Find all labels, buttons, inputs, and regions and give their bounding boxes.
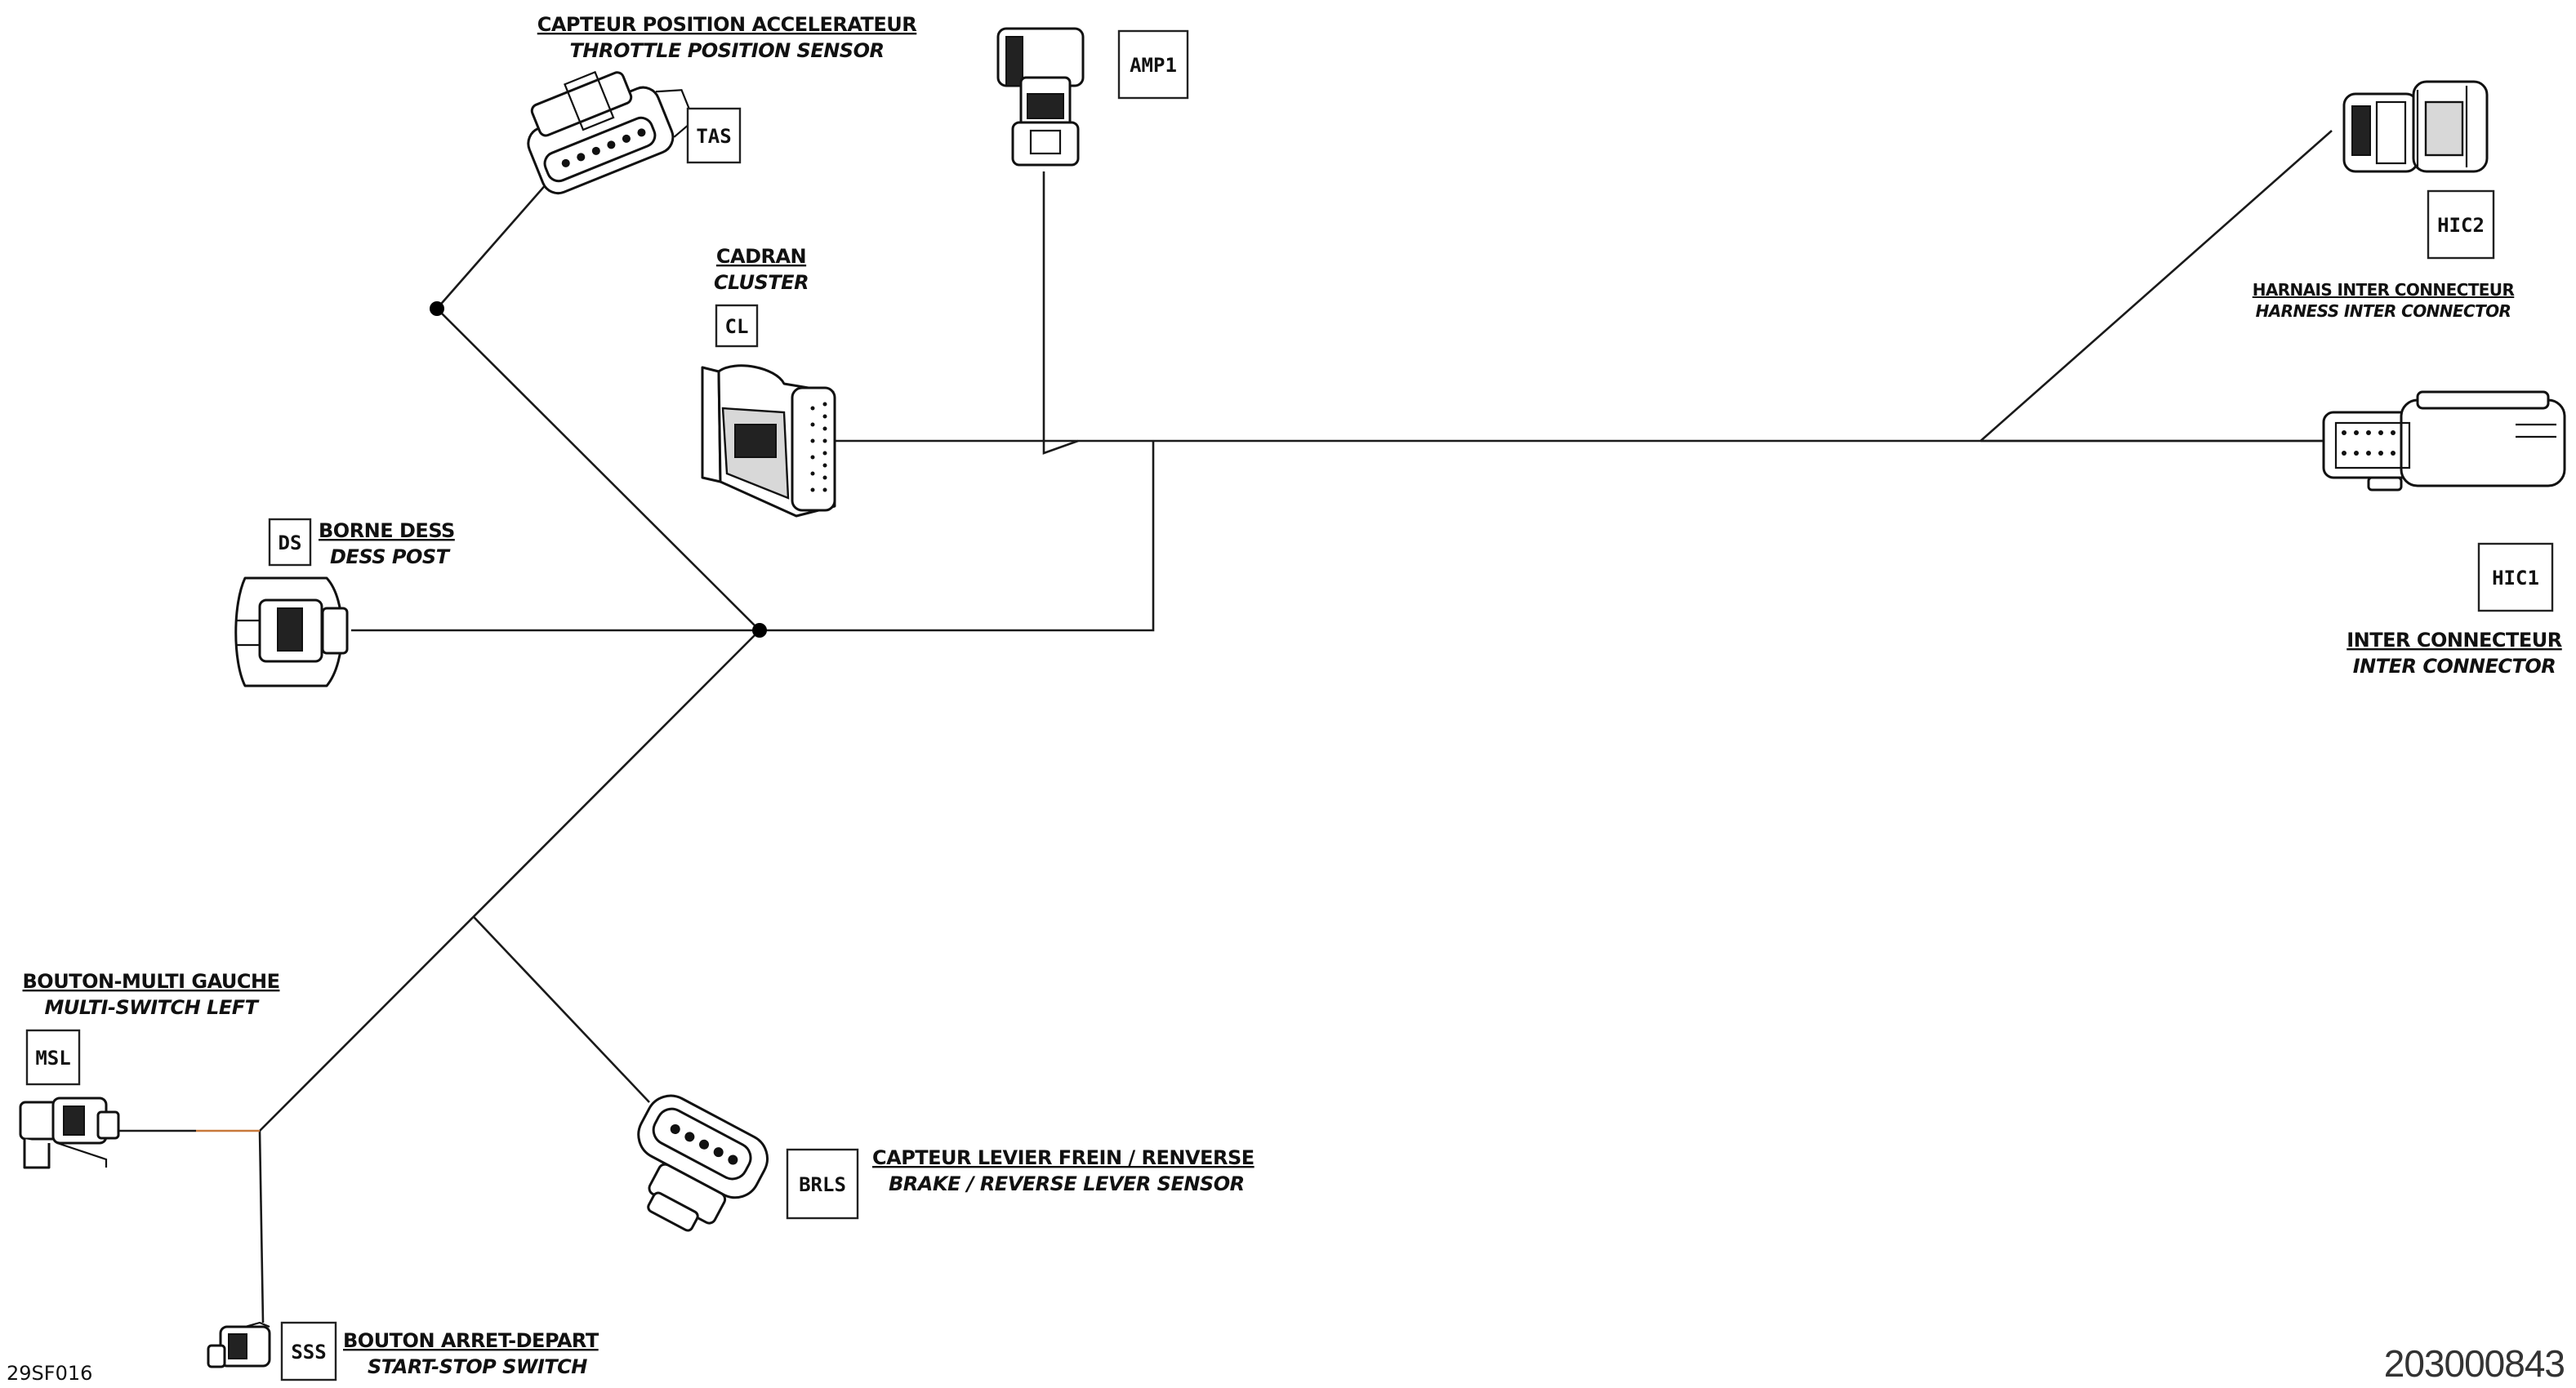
msl-connector-icon [19,1097,120,1169]
hic1-label: HIC1 INTER CONNECTEUR INTER CONNECTOR [2346,542,2562,678]
sss-code-box [280,1321,337,1381]
amp1-connector-icon [996,27,1085,167]
ds-label: DS BORNE DESS DESS POST [268,518,455,568]
sss-label-fr: BOUTON ARRET-DEPART [343,1329,599,1352]
cl-code-box [715,304,759,348]
amp1-code-box [1117,29,1189,100]
hic2-label-fr: HARNAIS INTER CONNECTEUR [2253,280,2515,300]
tas-code: TAS [696,125,731,148]
amp1-code: AMP1 [1130,54,1177,77]
tas-connector-icon [527,70,695,195]
hic2-label-en: HARNESS INTER CONNECTOR [2256,301,2511,321]
brls-code-box [786,1148,859,1220]
wire-brls [473,916,650,1103]
amp1-label: AMP1 [1117,29,1189,100]
cl-label-fr: CADRAN [716,245,806,268]
ds-code-box [268,518,312,567]
hic2-code: HIC2 [2437,214,2485,237]
splice-node-tas [430,301,444,316]
hic2-connector-icon [2342,80,2489,173]
part-number: 203000843 [2384,1342,2565,1385]
wire-trunk-drop [760,441,1155,632]
sss-connector-icon [207,1321,271,1368]
brls-code: BRLS [799,1173,846,1196]
wire-sss [258,1130,265,1323]
ds-connector-icon [234,576,349,687]
ds-label-fr: BORNE DESS [319,519,455,542]
figure-reference: 29SF016 [7,1362,92,1385]
msl-code: MSL [35,1047,70,1070]
cl-label-en: CLUSTER [714,271,809,294]
cl-connector-icon [701,364,836,518]
msl-label: BOUTON-MULTI GAUCHE MULTI-SWITCH LEFT MS… [23,970,280,1086]
brls-label-fr: CAPTEUR LEVIER FREIN / RENVERSE [872,1146,1255,1169]
hic1-connector-icon [2322,390,2566,492]
hic2-label: HIC2 HARNAIS INTER CONNECTEUR HARNESS IN… [2253,189,2515,321]
sss-label: SSS BOUTON ARRET-DEPART START-STOP SWITC… [280,1321,599,1381]
ds-label-en: DESS POST [330,545,451,568]
tas-code-box [686,107,742,164]
brls-connector-icon [637,1094,769,1232]
tas-label-fr: CAPTEUR POSITION ACCELERATEUR [537,13,917,36]
tas-label: TAS CAPTEUR POSITION ACCELERATEUR THROTT… [537,13,917,164]
wire-lower-branch [259,629,760,1132]
brls-label: BRLS CAPTEUR LEVIER FREIN / RENVERSE BRA… [786,1146,1255,1220]
hic1-label-en: INTER CONNECTOR [2353,655,2556,678]
msl-label-en: MULTI-SWITCH LEFT [44,996,259,1019]
hic1-label-fr: INTER CONNECTEUR [2346,629,2562,652]
wire-amp1-branch [1042,171,1079,455]
brls-label-en: BRAKE / REVERSE LEVER SENSOR [889,1172,1245,1195]
msl-code-box [25,1029,81,1086]
sss-label-en: START-STOP SWITCH [368,1355,587,1378]
msl-label-fr: BOUTON-MULTI GAUCHE [23,970,280,993]
splice-node-center [752,623,767,638]
wire-hic2-branch [1980,130,2333,442]
sss-code: SSS [291,1341,326,1364]
hic2-code-box [2427,189,2495,260]
hic1-code: HIC1 [2492,567,2539,589]
cl-code: CL [725,315,749,338]
cl-label: CADRAN CLUSTER CL [714,245,809,348]
harness-wires [118,130,2333,1323]
hic1-code-box [2477,542,2554,612]
ds-code: DS [279,532,302,554]
tas-label-en: THROTTLE POSITION SENSOR [570,39,885,62]
